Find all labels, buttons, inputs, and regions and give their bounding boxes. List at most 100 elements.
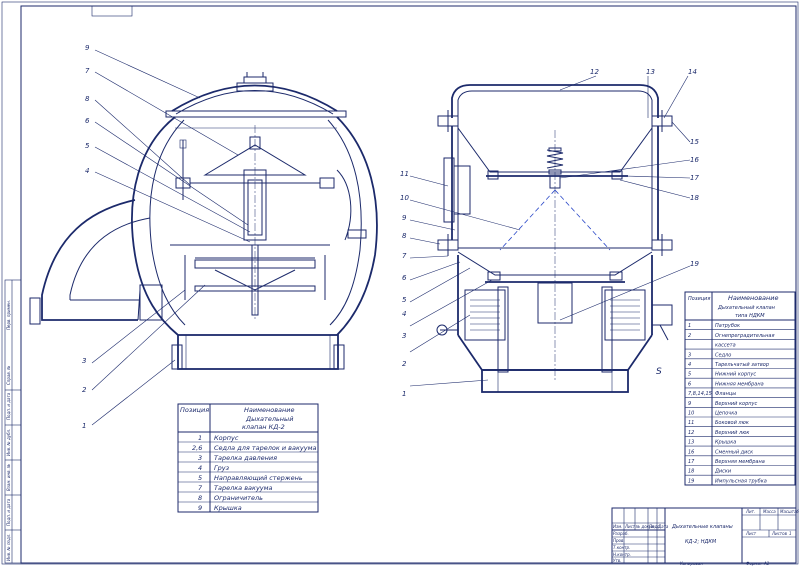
kd2-row-pos: 9	[198, 504, 202, 512]
kd2-row-name: Тарелка давления	[214, 454, 277, 462]
kd2-row-pos: 7	[198, 484, 203, 492]
ndkm-row-name: Диски	[714, 469, 732, 475]
tb-format-value: А1	[763, 561, 769, 566]
ndkm-row-name: кассета	[715, 343, 736, 349]
ndkm-callout-16: 16	[690, 156, 699, 164]
ndkm-row-pos: 13	[688, 440, 694, 446]
tb-sheets-total: 1	[789, 531, 792, 536]
ndkm-callout-12: 12	[590, 68, 599, 76]
kd2-row-name: Крышка	[214, 504, 242, 512]
ndkm-row-name: Сменный диск	[715, 449, 753, 455]
kd2-col-position: Позиция	[180, 406, 209, 414]
ndkm-row-pos: 2	[688, 333, 691, 339]
kd2-row-pos: 8	[198, 494, 202, 502]
tb-lit: Лит.	[745, 509, 755, 514]
kd2-callout-labels: 9 7 8 6 5 4 3 2 1	[82, 44, 90, 430]
tb-change: Изм.	[613, 524, 622, 529]
kd2-col-name: Наименование	[244, 406, 295, 414]
kd2-row-pos: 2,6	[192, 444, 202, 452]
ndkm-callout-7: 7	[402, 252, 407, 260]
tb-role-developed: Разраб.	[613, 531, 629, 536]
kd2-table-title-1: Дыхательный	[245, 415, 293, 423]
tb-sheet: Лист	[745, 531, 757, 536]
ndkm-callout-14: 14	[688, 68, 697, 76]
ndkm-row-pos: 16	[688, 449, 694, 455]
valve-ndkm-drawing: S	[436, 84, 673, 393]
ndkm-row-name: Цепочка	[715, 411, 737, 417]
kd2-callout-8: 8	[85, 95, 90, 103]
ndkm-row-pos: 4	[688, 362, 691, 368]
ndkm-row-name: Импульсная трубка	[715, 478, 767, 484]
ndkm-row-name: Верхний люк	[715, 430, 749, 436]
kd2-row-name: Груз	[214, 464, 230, 472]
ndkm-col-position: Позиция	[688, 296, 710, 302]
tb-date: Дата	[657, 524, 669, 529]
ndkm-row-name: Патрубок	[715, 323, 740, 329]
stamp-ref-no: Справ. №	[6, 366, 11, 385]
ndkm-row-name: Нижняя мембрана	[715, 381, 764, 387]
tb-drawing-title-1: Дыхательные клапаны	[671, 524, 733, 530]
ndkm-row-name: Верхняя мембрана	[715, 459, 765, 465]
ndkm-row-pos: 10	[688, 411, 694, 417]
ndkm-callout-1: 1	[402, 390, 406, 398]
ndkm-callout-6: 6	[402, 274, 407, 282]
tb-sheets: Листов	[771, 531, 788, 536]
kd2-callout-1: 1	[82, 422, 86, 430]
tb-copied: Копировал	[680, 561, 703, 566]
tb-role-checked: Пров.	[613, 538, 625, 543]
tb-format: Формат	[746, 561, 763, 566]
kd2-table-title-2: клапан КД-2	[242, 423, 285, 431]
ndkm-col-name: Наименование	[728, 294, 779, 302]
stamp-orig-inv: Инв. № подл.	[6, 533, 11, 561]
kd2-row-name: Седла для тарелок и вакуума	[214, 444, 317, 452]
ndkm-callout-10: 10	[400, 194, 409, 202]
kd2-row-pos: 5	[198, 474, 202, 482]
kd2-parts-table: Позиция Наименование Дыхательный клапан …	[177, 403, 319, 513]
ndkm-callout-17: 17	[690, 174, 699, 182]
kd2-row-pos: 1	[198, 434, 202, 442]
ndkm-callout-18: 18	[690, 194, 699, 202]
kd2-callout-9: 9	[85, 44, 90, 52]
tb-drawing-title-2: КД-2; НДКМ	[685, 539, 717, 545]
tb-doc-no: № докум.	[635, 524, 656, 529]
tb-sheet-col: Лист	[624, 524, 636, 529]
kd2-cover	[171, 84, 338, 112]
ndkm-callout-13: 13	[646, 68, 655, 76]
stamp-first-use: Перв. примен.	[6, 300, 11, 330]
kd2-callout-7: 7	[85, 67, 90, 75]
kd2-row-pos: 4	[198, 464, 202, 472]
ndkm-callout-4: 4	[402, 310, 406, 318]
stamp-dup-inv: Инв. № дубл.	[6, 429, 11, 456]
kd2-row-name: Ограничитель	[214, 494, 263, 502]
kd2-callout-5: 5	[85, 142, 90, 150]
ndkm-row-pos: 12	[688, 430, 694, 436]
tb-sign: Подп.	[649, 524, 661, 529]
side-stamp: Перв. примен. Справ. № Подп. и дата Инв.…	[4, 279, 22, 564]
ndkm-callout-labels: 12 13 14 11 10 9 8 7 6 5 4 3 2 1 15 16 1…	[400, 68, 699, 398]
tb-mass: Масса	[763, 509, 776, 514]
ndkm-top-hatch	[451, 84, 659, 118]
inner-frame	[20, 5, 797, 564]
kd2-row-name: Корпус	[214, 434, 239, 442]
ndkm-callout-2: 2	[402, 360, 407, 368]
top-left-stamp-box	[91, 5, 133, 17]
ndkm-row-name: Нижний корпус	[715, 372, 756, 378]
ndkm-row-pos: 7,8,14,15	[688, 391, 712, 397]
kd2-callout-2: 2	[82, 386, 87, 394]
kd2-leader-lines	[91, 49, 251, 426]
tb-role-approved: Утв.	[613, 558, 621, 563]
ndkm-row-pos: 3	[688, 352, 691, 358]
ndkm-row-name: Верхний корпус	[715, 401, 757, 407]
ndkm-callout-15: 15	[690, 138, 699, 146]
title-block: Изм. Лист № докум. Подп. Дата Разраб. Пр…	[611, 507, 800, 564]
ndkm-callout-19: 19	[690, 260, 699, 268]
ndkm-row-pos: 19	[688, 478, 694, 484]
ndkm-leader-lines	[409, 75, 691, 387]
ndkm-callout-8: 8	[402, 232, 407, 240]
valve-kd2-drawing	[29, 72, 378, 370]
kd2-callout-4: 4	[85, 167, 89, 175]
kd2-row-name: Направляющий стержень	[214, 474, 303, 482]
